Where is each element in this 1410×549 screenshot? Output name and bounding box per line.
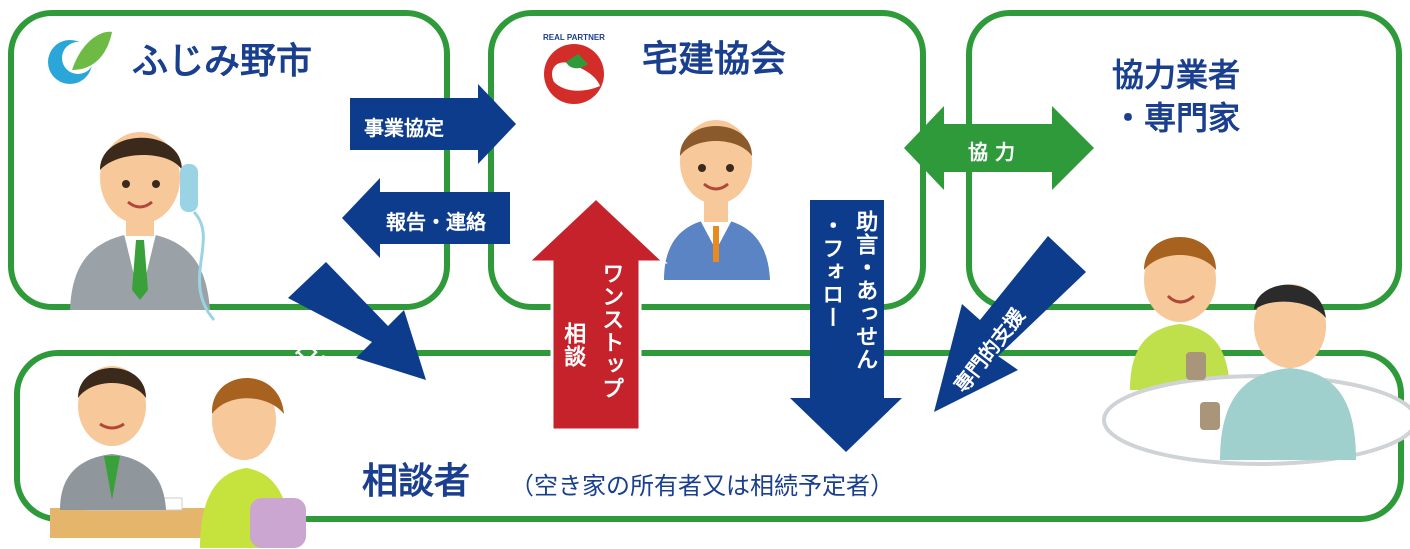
- expert-arrow: [934, 236, 1086, 412]
- realtor-logo-icon: REAL PARTNER: [543, 33, 605, 104]
- city-logo-icon: [48, 31, 112, 84]
- advice-arrow: [790, 200, 902, 452]
- onestop-label-main: ワンストップ: [598, 262, 624, 400]
- partners-figure: [1102, 237, 1410, 466]
- city-title: ふじみ野市: [132, 41, 313, 82]
- realtor-title: 宅建協会: [642, 39, 787, 80]
- onestop-arrow: [524, 195, 668, 432]
- coop-arrow: [904, 106, 1094, 190]
- consultation-figure: [50, 366, 306, 548]
- agreement-arrow: [350, 84, 516, 164]
- refer-arrow: [288, 262, 426, 380]
- partners-title: 協力業者 ・専門家: [1112, 56, 1241, 138]
- report-arrow: [342, 178, 510, 258]
- agreement-label: 事業協定: [364, 116, 444, 140]
- consultant-subtitle: （空き家の所有者又は相続予定者）: [510, 472, 894, 500]
- coop-label: 協 力: [968, 140, 1015, 164]
- advice-label-sub: ・フォロー: [818, 214, 844, 329]
- advice-label-main: 助言・あっせん: [852, 210, 878, 371]
- consultant-title: 相談者: [362, 461, 471, 502]
- city-officer-figure: [70, 132, 216, 321]
- report-label: 報告・連絡: [386, 210, 486, 234]
- onestop-label-sub: 相談: [560, 322, 586, 368]
- realtor-logo-text: REAL PARTNER: [543, 33, 605, 42]
- realtor-staff-figure: [664, 120, 770, 280]
